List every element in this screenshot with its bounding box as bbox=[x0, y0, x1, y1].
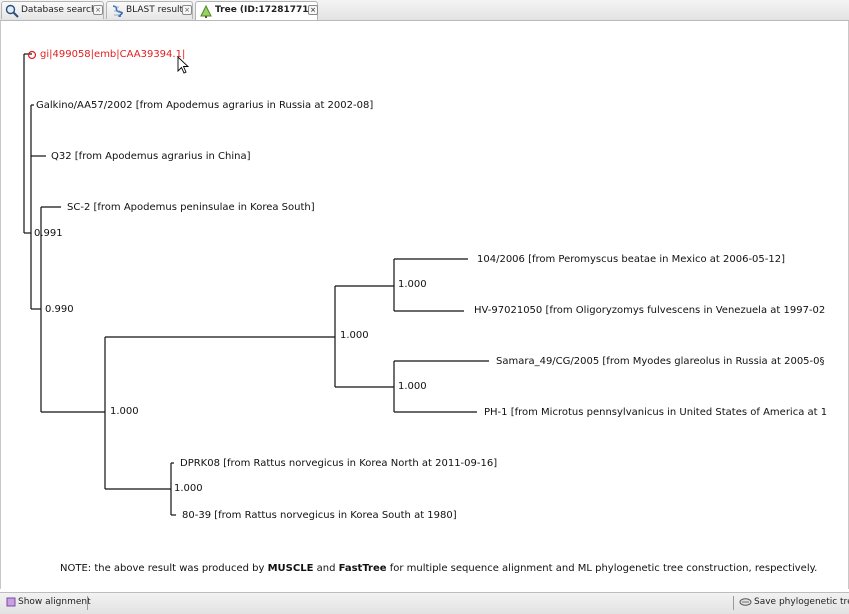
support-value: 1.000 bbox=[398, 381, 427, 392]
leaf-label[interactable]: Galkino/AA57/2002 [from Apodemus agrariu… bbox=[36, 100, 373, 111]
muscle-label: MUSCLE bbox=[267, 563, 314, 574]
leaf-label[interactable]: gi|499058|emb|CAA39394.1| bbox=[40, 49, 185, 60]
support-value: 0.990 bbox=[45, 304, 74, 315]
tab-tree[interactable]: Tree (ID:17281771) × bbox=[195, 1, 318, 20]
save-tree-icon bbox=[739, 597, 752, 606]
support-value: 0.991 bbox=[34, 228, 63, 239]
close-icon[interactable]: × bbox=[182, 5, 192, 15]
save-tree-button[interactable]: Save phylogenetic tree bbox=[739, 593, 849, 613]
tree-branches bbox=[23, 53, 489, 516]
tab-label: BLAST results bbox=[126, 5, 188, 15]
close-icon[interactable]: × bbox=[308, 5, 318, 15]
footer-toolbar: Show alignment Save phylogenetic tree bbox=[0, 592, 849, 614]
leaf-label[interactable]: Q32 [from Apodemus agrarius in China] bbox=[51, 151, 251, 162]
support-value: 1.000 bbox=[174, 483, 203, 494]
divider bbox=[87, 596, 88, 610]
phylogenetic-tree: gi|499058|emb|CAA39394.1| Galkino/AA57/2… bbox=[23, 49, 827, 521]
selected-leaf-marker[interactable] bbox=[27, 50, 37, 60]
blast-icon bbox=[112, 5, 123, 17]
support-value: 1.000 bbox=[398, 279, 427, 290]
support-value: 1.000 bbox=[340, 330, 369, 341]
tab-bar: Database search × BLAST results × Tree (… bbox=[0, 0, 849, 21]
leaf-label[interactable]: SC-2 [from Apodemus peninsulae in Korea … bbox=[67, 202, 315, 213]
leaf-label[interactable]: DPRK08 [from Rattus norvegicus in Korea … bbox=[180, 458, 497, 469]
magnifier-icon bbox=[5, 4, 19, 18]
tree-icon bbox=[200, 4, 212, 18]
alignment-icon bbox=[6, 597, 16, 606]
mouse-cursor-icon bbox=[177, 55, 190, 74]
tab-label: Tree (ID:17281771) bbox=[215, 5, 313, 15]
leaf-label[interactable]: Samara_49/CG/2005 [from Myodes glareolus… bbox=[496, 356, 825, 367]
tab-label: Database search bbox=[21, 5, 97, 15]
show-alignment-button[interactable]: Show alignment bbox=[6, 593, 91, 613]
divider bbox=[733, 596, 734, 610]
tab-database-search[interactable]: Database search × bbox=[1, 1, 104, 19]
tab-blast-results[interactable]: BLAST results × bbox=[106, 1, 193, 19]
leaf-label[interactable]: HV-97021050 [from Oligoryzomys fulvescen… bbox=[474, 305, 825, 316]
leaf-label[interactable]: 80-39 [from Rattus norvegicus in Korea S… bbox=[182, 510, 457, 521]
support-value: 1.000 bbox=[110, 406, 139, 417]
result-note: NOTE: the above result was produced by M… bbox=[60, 563, 818, 574]
fasttree-label: FastTree bbox=[338, 563, 387, 574]
close-icon[interactable]: × bbox=[93, 5, 103, 15]
leaf-label[interactable]: 104/2006 [from Peromyscus beatae in Mexi… bbox=[477, 254, 785, 265]
leaf-label[interactable]: PH-1 [from Microtus pennsylvanicus in Un… bbox=[484, 407, 827, 418]
